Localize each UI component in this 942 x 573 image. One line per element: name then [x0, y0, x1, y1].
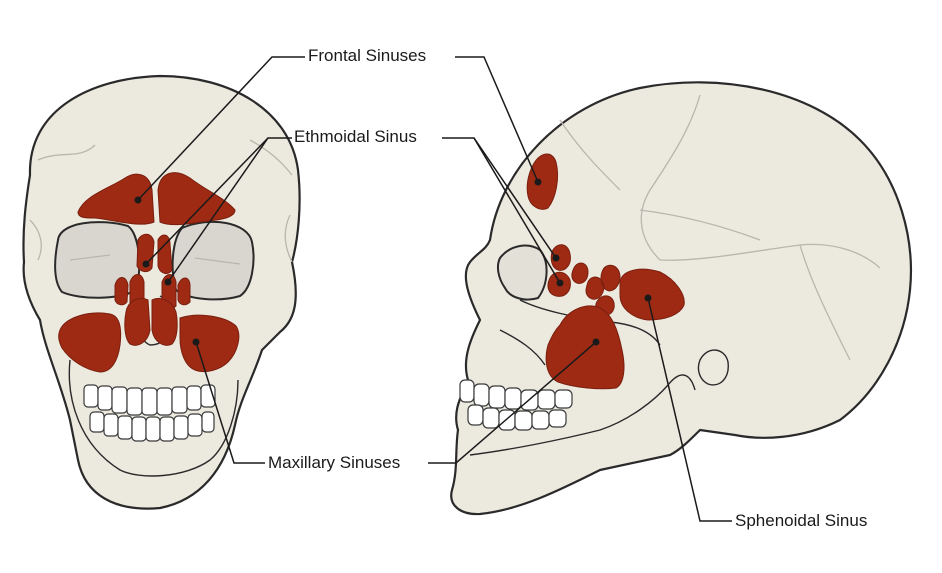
skull-front-view — [22, 74, 301, 510]
leader-frontal-side — [455, 56, 539, 183]
leader-maxillary-front — [195, 341, 265, 464]
leader-maxillary-side — [428, 341, 597, 464]
label-ethmoidal-sinus: Ethmoidal Sinus — [294, 127, 417, 146]
skull-side-ear-canal — [697, 349, 729, 386]
skull-side-view — [450, 81, 912, 516]
skull-side-jaw — [469, 374, 696, 456]
side-sphenoidal-sinus — [619, 268, 685, 321]
leader-sphenoidal — [647, 297, 732, 522]
leader-frontal-front — [137, 56, 305, 201]
leader-lines — [134, 56, 732, 522]
label-frontal-sinuses: Frontal Sinuses — [308, 46, 427, 65]
skull-side-sutures — [559, 94, 881, 361]
skull-front-jaw-line — [68, 359, 239, 477]
front-ethmoid-center — [124, 298, 178, 346]
label-maxillary-sinuses: Maxillary Sinuses — [268, 453, 401, 472]
skull-front-upper-teeth — [83, 384, 216, 416]
label-sphenoidal-sinus: Sphenoidal Sinus — [735, 511, 868, 530]
leader-ethmoid-side-b — [473, 137, 561, 284]
leader-ethmoid-front-b — [167, 137, 269, 283]
skull-front-lower-teeth — [89, 411, 215, 442]
front-maxillary-sinus-right — [179, 314, 240, 373]
front-maxillary-sinus-left — [58, 312, 122, 373]
side-ethmoidal-sinus — [547, 244, 621, 316]
skull-front-suture — [29, 139, 293, 263]
skull-side-orbit — [496, 244, 548, 301]
side-frontal-sinus — [526, 153, 559, 210]
